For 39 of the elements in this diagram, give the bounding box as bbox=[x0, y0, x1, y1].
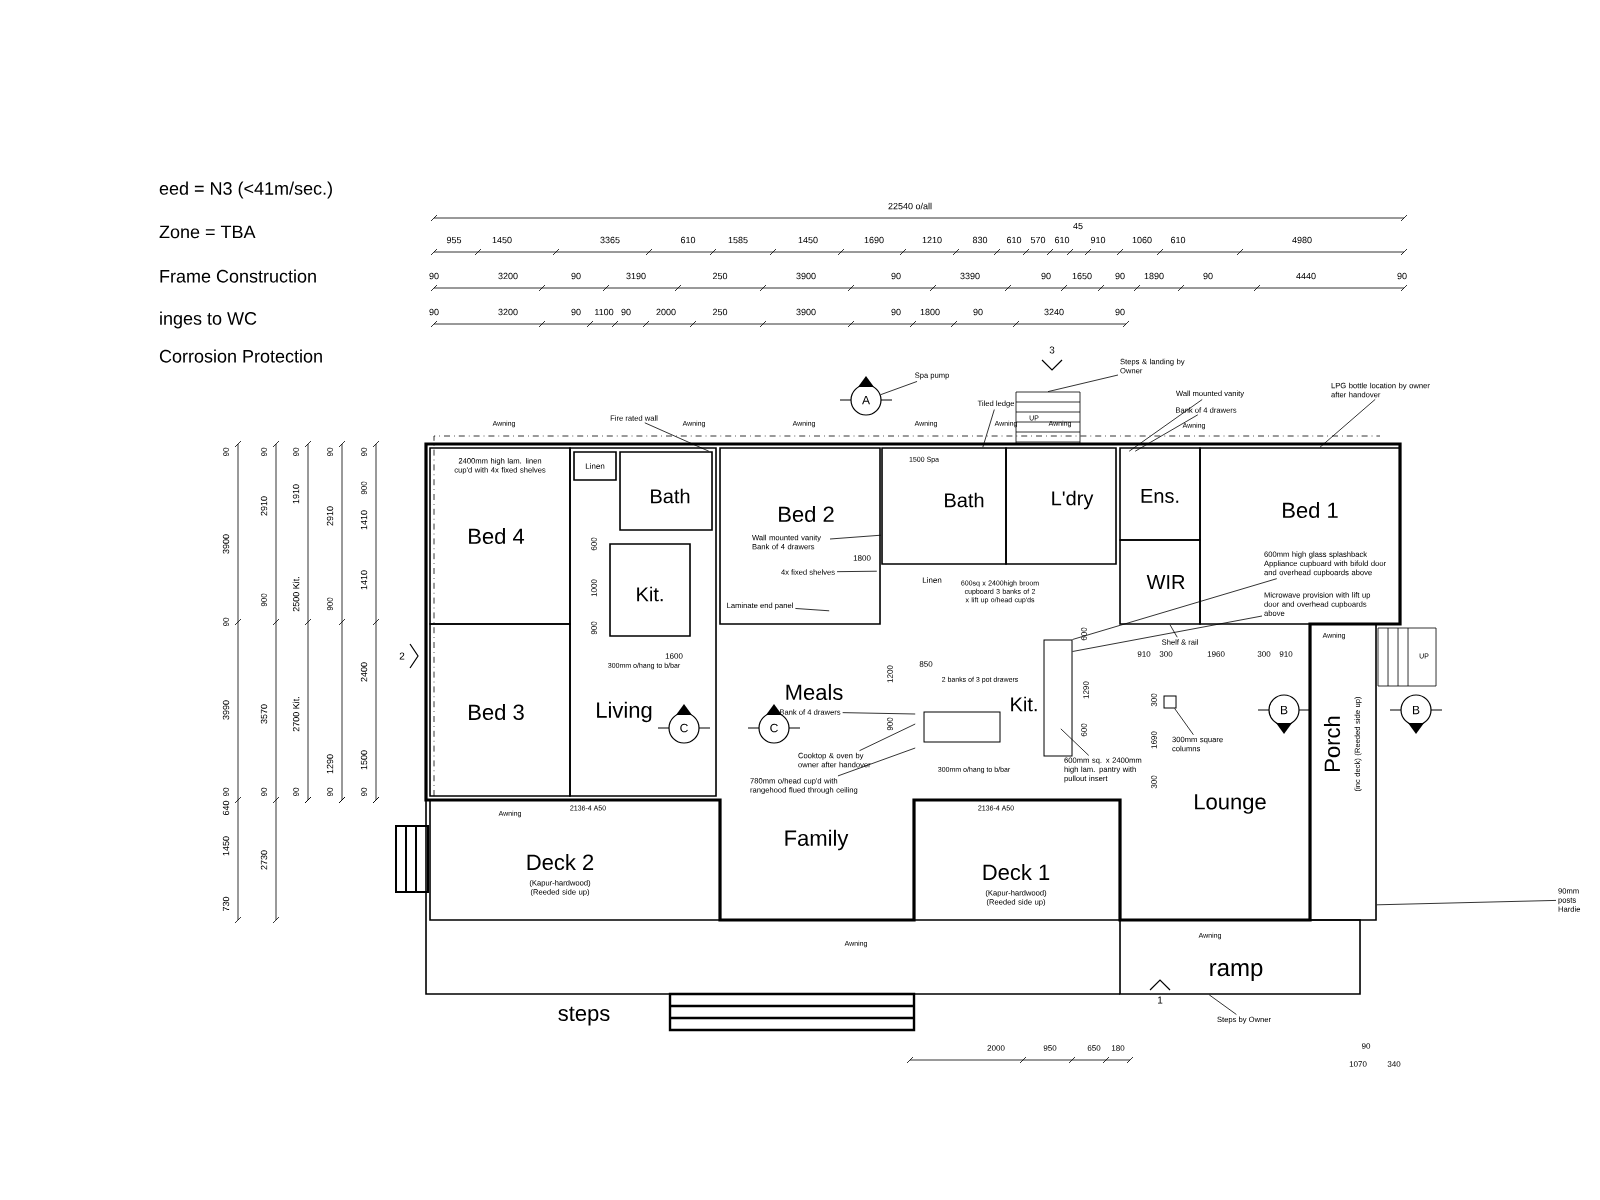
leader-line bbox=[795, 608, 830, 612]
leader-line bbox=[1072, 615, 1263, 652]
leader-line bbox=[1174, 708, 1194, 736]
leader-line bbox=[859, 723, 916, 752]
room-label: Kit. bbox=[1011, 696, 1037, 712]
leader-line bbox=[836, 570, 878, 573]
room: Bed 3 bbox=[429, 623, 571, 797]
leader-line bbox=[1134, 414, 1199, 452]
room-label: Meals bbox=[786, 683, 843, 701]
leader-line bbox=[837, 747, 916, 777]
room-label: Lounge bbox=[1195, 794, 1266, 814]
room: Bath bbox=[619, 451, 713, 531]
heading-text: eed = N3 (<41m/sec.) bbox=[159, 181, 332, 199]
leader-line bbox=[1128, 399, 1203, 452]
room: Ens. bbox=[1119, 447, 1201, 541]
heading-text: Frame Construction bbox=[160, 269, 316, 283]
leader-line bbox=[1208, 994, 1237, 1015]
heading-text: inges to WC bbox=[160, 311, 257, 329]
room: WIR bbox=[1119, 539, 1201, 625]
heading-text: Zone = TBA bbox=[159, 225, 256, 239]
leader-line bbox=[1060, 728, 1090, 756]
column bbox=[1163, 695, 1177, 709]
leader-line bbox=[1376, 900, 1557, 906]
leader-line bbox=[1047, 374, 1119, 392]
leader-line bbox=[842, 712, 916, 715]
heading-text: Corrosion Protection bbox=[159, 349, 322, 363]
room: L'dry bbox=[1005, 447, 1117, 565]
stairs bbox=[1015, 391, 1081, 445]
leader-line bbox=[1072, 578, 1278, 640]
room-label: Family bbox=[785, 829, 849, 851]
leader-line bbox=[982, 409, 995, 448]
leader-line bbox=[829, 534, 882, 540]
leader-line bbox=[880, 381, 918, 396]
steps-label: steps bbox=[558, 1006, 610, 1026]
kitchen-bench bbox=[1043, 639, 1073, 757]
leader-line bbox=[1169, 624, 1178, 638]
leader-line bbox=[644, 422, 710, 452]
leader-line bbox=[1319, 398, 1376, 448]
kitchen-bench: Kit. bbox=[609, 543, 691, 637]
